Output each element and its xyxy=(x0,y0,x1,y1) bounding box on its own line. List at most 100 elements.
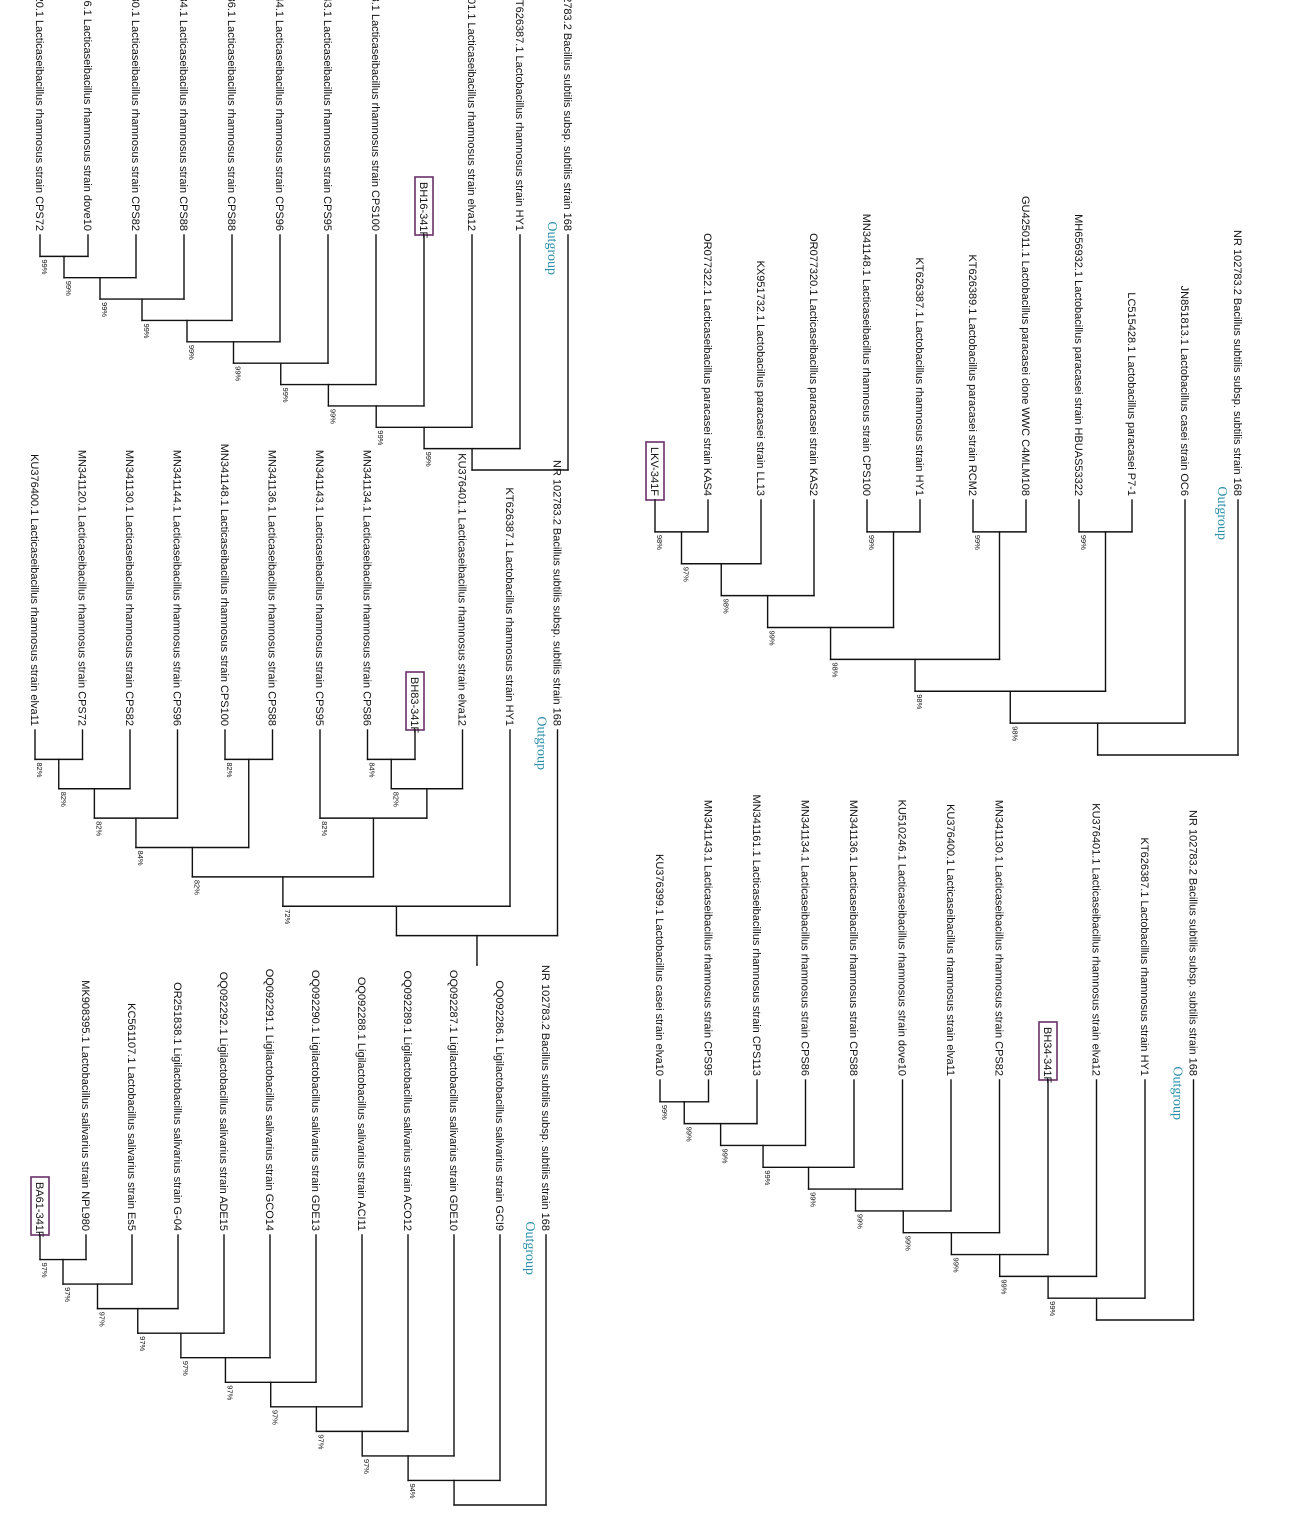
outgroup-leaf-label: NR 102783.2 Bacillus subtilis subsp. sub… xyxy=(539,965,551,1231)
leaf-label: MN341136.1 Lacticaseibacillus rhamnosus … xyxy=(847,800,859,1076)
leaf-label: OQ092287.1 Ligilactobacillus salivarius … xyxy=(447,970,459,1231)
support-value: 97% xyxy=(682,567,691,582)
support-value: 99% xyxy=(660,1105,669,1120)
leaf-label: KX951732.1 Lactobacillus paracasei strai… xyxy=(754,261,766,496)
support-value: 99% xyxy=(809,1192,818,1207)
support-value: 82% xyxy=(94,821,103,836)
tree-bh16: 99%99%99%99%99%99%99%99%99%99%MN341120.1… xyxy=(33,0,573,471)
support-value: 97% xyxy=(362,1459,371,1474)
leaf-label: MN341134.1 Lacticaseibacillus rhamnosus … xyxy=(177,0,189,231)
support-value: 99% xyxy=(684,1127,693,1142)
leaf-label: KC561107.1 Lactobacillus salivarius stra… xyxy=(125,1003,137,1231)
support-value: 82% xyxy=(320,821,329,836)
leaf-label: MN341144.1 Lacticaseibacillus rhamnosus … xyxy=(171,450,183,726)
leaf-label: JN851813.1 Lactobacillus casei strain OC… xyxy=(1178,286,1190,496)
leaf-label: GU425011.1 Lactobacillus paracasei clone… xyxy=(1019,196,1031,496)
support-value: 82% xyxy=(59,792,68,807)
leaf-label: MN341148.1 Lacticaseibacillus rhamnosus … xyxy=(860,214,872,496)
leaf-label: KU376399.1 Lactobacillus casei strain el… xyxy=(653,854,665,1076)
leaf-label: OQ092289.1 Ligilactobacillus salivarius … xyxy=(401,971,413,1231)
support-value: 99% xyxy=(1079,535,1088,550)
support-value: 99% xyxy=(100,302,109,317)
support-value: 97% xyxy=(225,1385,234,1400)
support-value: 98% xyxy=(655,535,664,550)
support-value: 98% xyxy=(915,694,924,709)
leaf-label: KU510246.1 Lacticaseibacillus rhamnosus … xyxy=(896,800,908,1076)
support-value: 99% xyxy=(856,1214,865,1229)
support-value: 99% xyxy=(328,409,337,424)
outgroup-leaf-label: NR 102783.2 Bacillus subtilis subsp. sub… xyxy=(1187,810,1199,1076)
support-value: 99% xyxy=(281,388,290,403)
leaf-label: KU376401.1 Lacticaseibacillus rhamnosus … xyxy=(456,453,468,726)
support-value: 84% xyxy=(136,851,145,866)
leaf-label: OQ092288.1 Ligilactobacillus salivarius … xyxy=(355,977,367,1231)
support-value: 84% xyxy=(368,762,377,777)
leaf-label: LC515428.1 Lactobacillus paracasei P7-1 xyxy=(1125,292,1137,496)
outgroup-leaf-label: NR 102783.2 Bacillus subtilis subsp. sub… xyxy=(1231,230,1243,496)
tree-bh83: 82%82%82%82%84%84%82%82%82%72%KU376400.1… xyxy=(28,444,563,966)
support-value: 72% xyxy=(283,909,292,924)
leaf-label: KT626387.1 Lactobacillus rhamnosus strai… xyxy=(503,488,515,726)
outgroup-label: Outgroup xyxy=(1170,1066,1185,1120)
support-value: 99% xyxy=(40,259,49,274)
leaf-label: MN341130.1 Lacticaseibacillus rhamnosus … xyxy=(123,450,135,726)
support-value: 99% xyxy=(64,281,73,296)
support-value: 99% xyxy=(1048,1301,1057,1316)
leaf-label: OR077322.1 Lacticaseibacillus paracasei … xyxy=(701,233,713,496)
leaf-label: MN341148.1 Lacticaseibacillus rhamnosus … xyxy=(369,0,381,231)
leaf-label: MN341143.1 Lacticaseibacillus rhamnosus … xyxy=(702,800,714,1076)
leaf-label: OQ092292.1 Ligilactobacillus salivarius … xyxy=(217,972,229,1231)
support-value: 99% xyxy=(376,430,385,445)
leaf-label: MN341120.1 Lacticaseibacillus rhamnosus … xyxy=(33,0,45,231)
support-value: 99% xyxy=(973,535,982,550)
support-value: 82% xyxy=(391,792,400,807)
support-value: 99% xyxy=(424,452,433,467)
support-value: 99% xyxy=(1000,1279,1009,1294)
support-value: 99% xyxy=(768,631,777,646)
leaf-label: KU376400.1 Lacticaseibacillus rhamnosus … xyxy=(944,804,956,1076)
leaf-label: MN341130.1 Lacticaseibacillus rhamnosus … xyxy=(993,800,1005,1076)
leaf-label: OR077320.1 Lacticaseibacillus paracasei … xyxy=(807,233,819,496)
leaf-label: KT626387.1 Lactobacillus rhamnosus strai… xyxy=(513,0,525,231)
support-value: 97% xyxy=(40,1263,49,1278)
leaf-label: MN341136.1 Lacticaseibacillus rhamnosus … xyxy=(266,450,278,726)
leaf-label: OR251838.1 Ligilactobacillus salivarius … xyxy=(171,982,183,1231)
leaf-label: MN341130.1 Lacticaseibacillus rhamnosus … xyxy=(129,0,141,231)
query-isolate-label: BH34-341F xyxy=(1041,1027,1053,1084)
support-value: 97% xyxy=(138,1336,147,1351)
leaf-label: MN341143.1 Lacticaseibacillus rhamnosus … xyxy=(313,450,325,726)
support-value: 97% xyxy=(316,1434,325,1449)
outgroup-label: Outgroup xyxy=(544,221,559,275)
leaf-label: MN341136.1 Lacticaseibacillus rhamnosus … xyxy=(225,0,237,231)
support-value: 99% xyxy=(867,535,876,550)
leaf-label: KT626387.1 Lactobacillus rhamnosus strai… xyxy=(913,258,925,496)
support-value: 97% xyxy=(98,1312,107,1327)
leaf-label: KU376401.1 Lacticaseibacillus rhamnosus … xyxy=(465,0,477,231)
leaf-label: OQ092291.1 Ligilactobacillus salivarius … xyxy=(263,969,275,1231)
outgroup-label: Outgroup xyxy=(522,1221,537,1275)
leaf-label: KT626387.1 Lactobacillus rhamnosus strai… xyxy=(1138,838,1150,1076)
query-isolate-label: BH83-341F xyxy=(408,677,420,734)
support-value: 99% xyxy=(951,1258,960,1273)
query-isolate-label: BH16-341F xyxy=(417,182,429,239)
support-value: 98% xyxy=(721,599,730,614)
leaf-label: MN341161.1 Lacticaseibacillus rhamnosus … xyxy=(750,795,762,1076)
support-value: 98% xyxy=(831,662,840,677)
leaf-label: MN341134.1 Lacticaseibacillus rhamnosus … xyxy=(799,800,811,1076)
support-value: 82% xyxy=(225,762,234,777)
leaf-label: OQ092290.1 Ligilactobacillus salivarius … xyxy=(309,970,321,1231)
outgroup-label: Outgroup xyxy=(534,716,549,770)
support-value: 97% xyxy=(271,1410,280,1425)
support-value: 99% xyxy=(763,1170,772,1185)
query-isolate-label: BA61-341F xyxy=(33,1182,45,1238)
leaf-label: MN341144.1 Lacticaseibacillus rhamnosus … xyxy=(273,0,285,231)
leaf-label: KU376400.1 Lacticaseibacillus rhamnosus … xyxy=(28,454,40,726)
support-value: 99% xyxy=(142,323,151,338)
leaf-label: MN341134.1 Lacticaseibacillus rhamnosus … xyxy=(361,450,373,726)
support-value: 99% xyxy=(903,1236,912,1251)
leaf-label: KU376401.1 Lacticaseibacillus rhamnosus … xyxy=(1090,803,1102,1076)
outgroup-leaf-label: NR 102783.2 Bacillus subtilis subsp. sub… xyxy=(551,460,563,726)
